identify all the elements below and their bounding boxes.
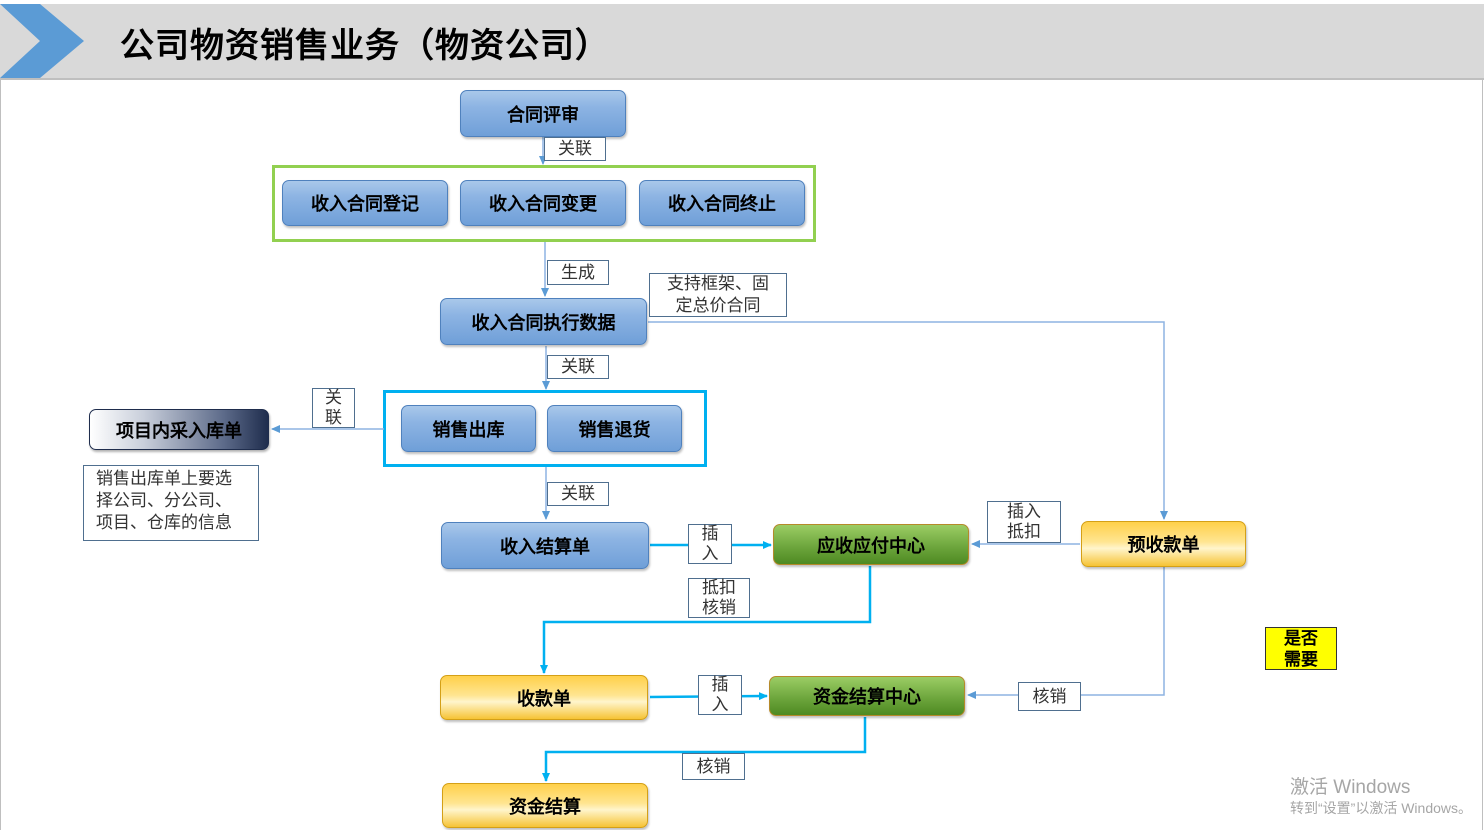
edge-label-insert2-char1: 插 bbox=[711, 675, 729, 695]
need-question-line1: 是否 bbox=[1284, 629, 1318, 649]
edge-label-writeoff: 核销 bbox=[682, 753, 745, 780]
activation-watermark-subtitle: 转到“设置”以激活 Windows。 bbox=[1290, 800, 1473, 816]
edge-label-insert-char1: 插 bbox=[701, 524, 719, 544]
sales-out-note-line3: 项目、仓库的信息 bbox=[96, 513, 232, 533]
edge-label-link: 关联 bbox=[544, 137, 606, 161]
income-contract-change-node[interactable]: 收入合同变更 bbox=[460, 180, 626, 226]
edge-label-link-side-char2: 联 bbox=[325, 408, 342, 428]
sales-return-node[interactable]: 销售退货 bbox=[547, 405, 682, 452]
title-band bbox=[0, 4, 1484, 80]
edge-label-link-side: 关 联 bbox=[312, 388, 355, 428]
receipt-node[interactable]: 收款单 bbox=[440, 675, 648, 720]
activation-watermark-title: 激活 Windows bbox=[1290, 777, 1411, 798]
sales-out-note-line2: 择公司、分公司、 bbox=[96, 491, 232, 511]
income-contract-exec-node[interactable]: 收入合同执行数据 bbox=[440, 298, 647, 345]
project-purchase-in-node[interactable]: 项目内采入库单 bbox=[89, 409, 269, 450]
sales-out-note: 销售出库单上要选 择公司、分公司、 项目、仓库的信息 bbox=[83, 465, 259, 541]
edge-label-link-side-char1: 关 bbox=[325, 388, 342, 408]
fund-settlement-center-node[interactable]: 资金结算中心 bbox=[769, 676, 965, 716]
fund-settlement-node[interactable]: 资金结算 bbox=[442, 783, 648, 828]
edge-label-insert: 插 入 bbox=[688, 524, 732, 564]
edge-label-insert2-char2: 入 bbox=[711, 695, 729, 715]
advance-receipt-node[interactable]: 预收款单 bbox=[1081, 521, 1246, 567]
ar-ap-center-node[interactable]: 应收应付中心 bbox=[773, 524, 969, 565]
edge-label-deduct-writeoff-line1: 抵扣 bbox=[702, 578, 736, 598]
edge-label-link: 关联 bbox=[547, 355, 609, 379]
edge-label-insert-deduct-line1: 插入 bbox=[1007, 502, 1041, 522]
edge-label-deduct-writeoff: 抵扣 核销 bbox=[688, 578, 750, 618]
edge-label-insert-deduct-line2: 抵扣 bbox=[1007, 522, 1041, 542]
slide-border-left bbox=[0, 78, 1, 830]
edge-label-support-fixed-price: 支持框架、固 定总价合同 bbox=[649, 273, 787, 317]
need-question-line2: 需要 bbox=[1284, 650, 1318, 670]
contract-group-box bbox=[272, 165, 816, 242]
edge-label-writeoff: 核销 bbox=[1018, 682, 1081, 711]
income-contract-terminate-node[interactable]: 收入合同终止 bbox=[639, 180, 805, 226]
sales-out-node[interactable]: 销售出库 bbox=[401, 405, 536, 452]
chevron-arrow-icon bbox=[0, 4, 84, 78]
edge-label-insert-char2: 入 bbox=[701, 544, 719, 564]
edge-label-insert: 插 入 bbox=[698, 675, 742, 715]
edge-label-generate: 生成 bbox=[547, 260, 609, 285]
edge-label-link: 关联 bbox=[547, 482, 609, 506]
edge-label-support-line1: 支持框架、固 bbox=[667, 274, 769, 294]
income-contract-register-node[interactable]: 收入合同登记 bbox=[282, 180, 448, 226]
need-question-note: 是否 需要 bbox=[1265, 627, 1337, 670]
slide-border-right bbox=[1482, 78, 1483, 830]
edge-label-insert-deduct: 插入 抵扣 bbox=[987, 501, 1061, 543]
edge-label-deduct-writeoff-line2: 核销 bbox=[702, 598, 736, 618]
sales-group-box bbox=[383, 390, 707, 467]
page-title: 公司物资销售业务（物资公司） bbox=[120, 26, 610, 66]
edge-label-support-line2: 定总价合同 bbox=[675, 296, 761, 316]
contract-review-node[interactable]: 合同评审 bbox=[460, 90, 626, 137]
income-settlement-node[interactable]: 收入结算单 bbox=[441, 522, 649, 569]
sales-out-note-line1: 销售出库单上要选 bbox=[96, 469, 232, 489]
